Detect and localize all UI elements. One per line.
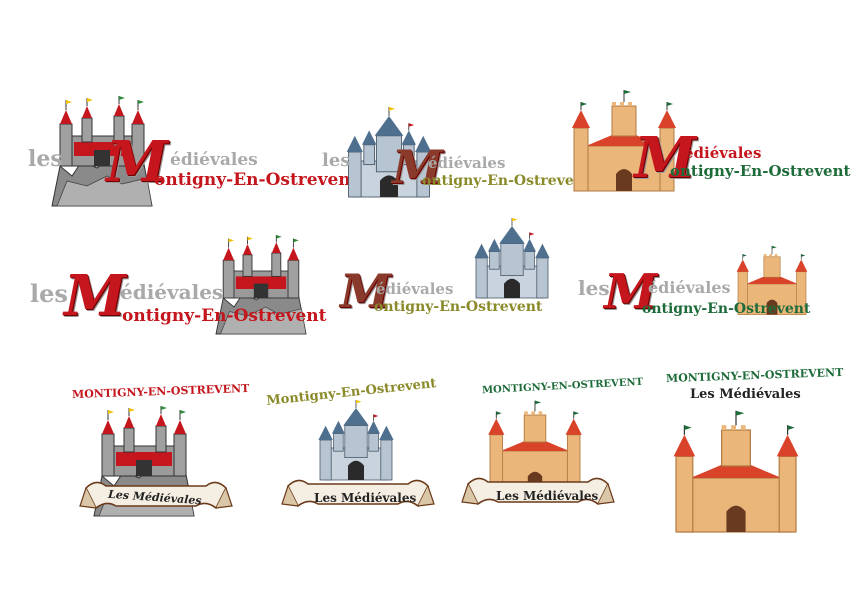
medievales-label: édiévales bbox=[170, 150, 258, 170]
logo-row2-col1: les M édiévales ontigny-En-Ostrevent bbox=[30, 230, 326, 335]
blue-castle-illustration bbox=[473, 217, 550, 299]
big-m-letter: M bbox=[392, 140, 443, 194]
blue-castle-illustration bbox=[317, 399, 395, 481]
town-label: ontigny-En-Ostrevent bbox=[642, 301, 811, 317]
logo-row1-col1: les M édiévales ontigny-En-Ostrevent bbox=[28, 86, 358, 207]
logo-row3-col1: MONTIGNY-EN-OSTREVENT Les Médiévales bbox=[70, 378, 249, 528]
arc-title: MONTIGNY-EN-OSTREVENT bbox=[665, 365, 844, 386]
logo-row1-col2: les M édiévales ontigny-En-Ostrevent bbox=[318, 100, 590, 200]
sand-castle-illustration bbox=[672, 410, 800, 533]
town-label: ontigny-En-Ostrevent bbox=[154, 170, 359, 190]
big-m-letter: M bbox=[340, 264, 391, 318]
scroll-text: Les Médiévales bbox=[496, 489, 599, 503]
town-label: ontigny-En-Ostrevent bbox=[422, 173, 591, 189]
les-label: les bbox=[30, 279, 68, 308]
big-m-letter: M bbox=[64, 263, 126, 329]
medievales-label: édiévales bbox=[376, 280, 454, 298]
arc-title: MONTIGNY-EN-OSTREVENT bbox=[71, 381, 250, 402]
big-m-letter: M bbox=[106, 129, 168, 195]
arc-title: MONTIGNY-EN-OSTREVENT bbox=[481, 376, 644, 397]
les-label: les bbox=[322, 150, 351, 171]
medievales-label: édiévales bbox=[120, 280, 224, 304]
grey-castle-illustration bbox=[215, 234, 307, 335]
medievales-label: édiévales bbox=[648, 278, 731, 297]
logo-row2-col3: les M édiévales ontigny-En-Ostrevent bbox=[578, 238, 818, 328]
town-label: ontigny-En-Ostrevent bbox=[374, 299, 543, 315]
medievales-label: édiévales bbox=[684, 144, 762, 162]
town-label: ontigny-En-Ostrevent bbox=[122, 306, 327, 326]
les-label: les bbox=[28, 146, 63, 172]
plain-subtitle: Les Médiévales bbox=[690, 387, 801, 402]
logo-row3-col2: Montigny-En-Ostrevent Les Médiévales bbox=[262, 370, 452, 520]
logo-row2-col2: M édiévales ontigny-En-Ostrevent bbox=[338, 212, 550, 322]
logo-row3-col4: MONTIGNY-EN-OSTREVENT Les Médiévales bbox=[664, 366, 843, 533]
big-m-letter: M bbox=[604, 264, 658, 320]
scroll-text: Les Médiévales bbox=[314, 491, 417, 505]
medievales-label: édiévales bbox=[428, 154, 506, 172]
big-m-letter: M bbox=[634, 125, 696, 191]
logo-row1-col3: M édiévales ontigny-En-Ostrevent bbox=[570, 86, 850, 196]
town-label: ontigny-En-Ostrevent bbox=[670, 162, 851, 180]
logo-row3-col3: MONTIGNY-EN-OSTREVENT Les Médiévales bbox=[461, 374, 643, 524]
les-label: les bbox=[578, 276, 610, 300]
